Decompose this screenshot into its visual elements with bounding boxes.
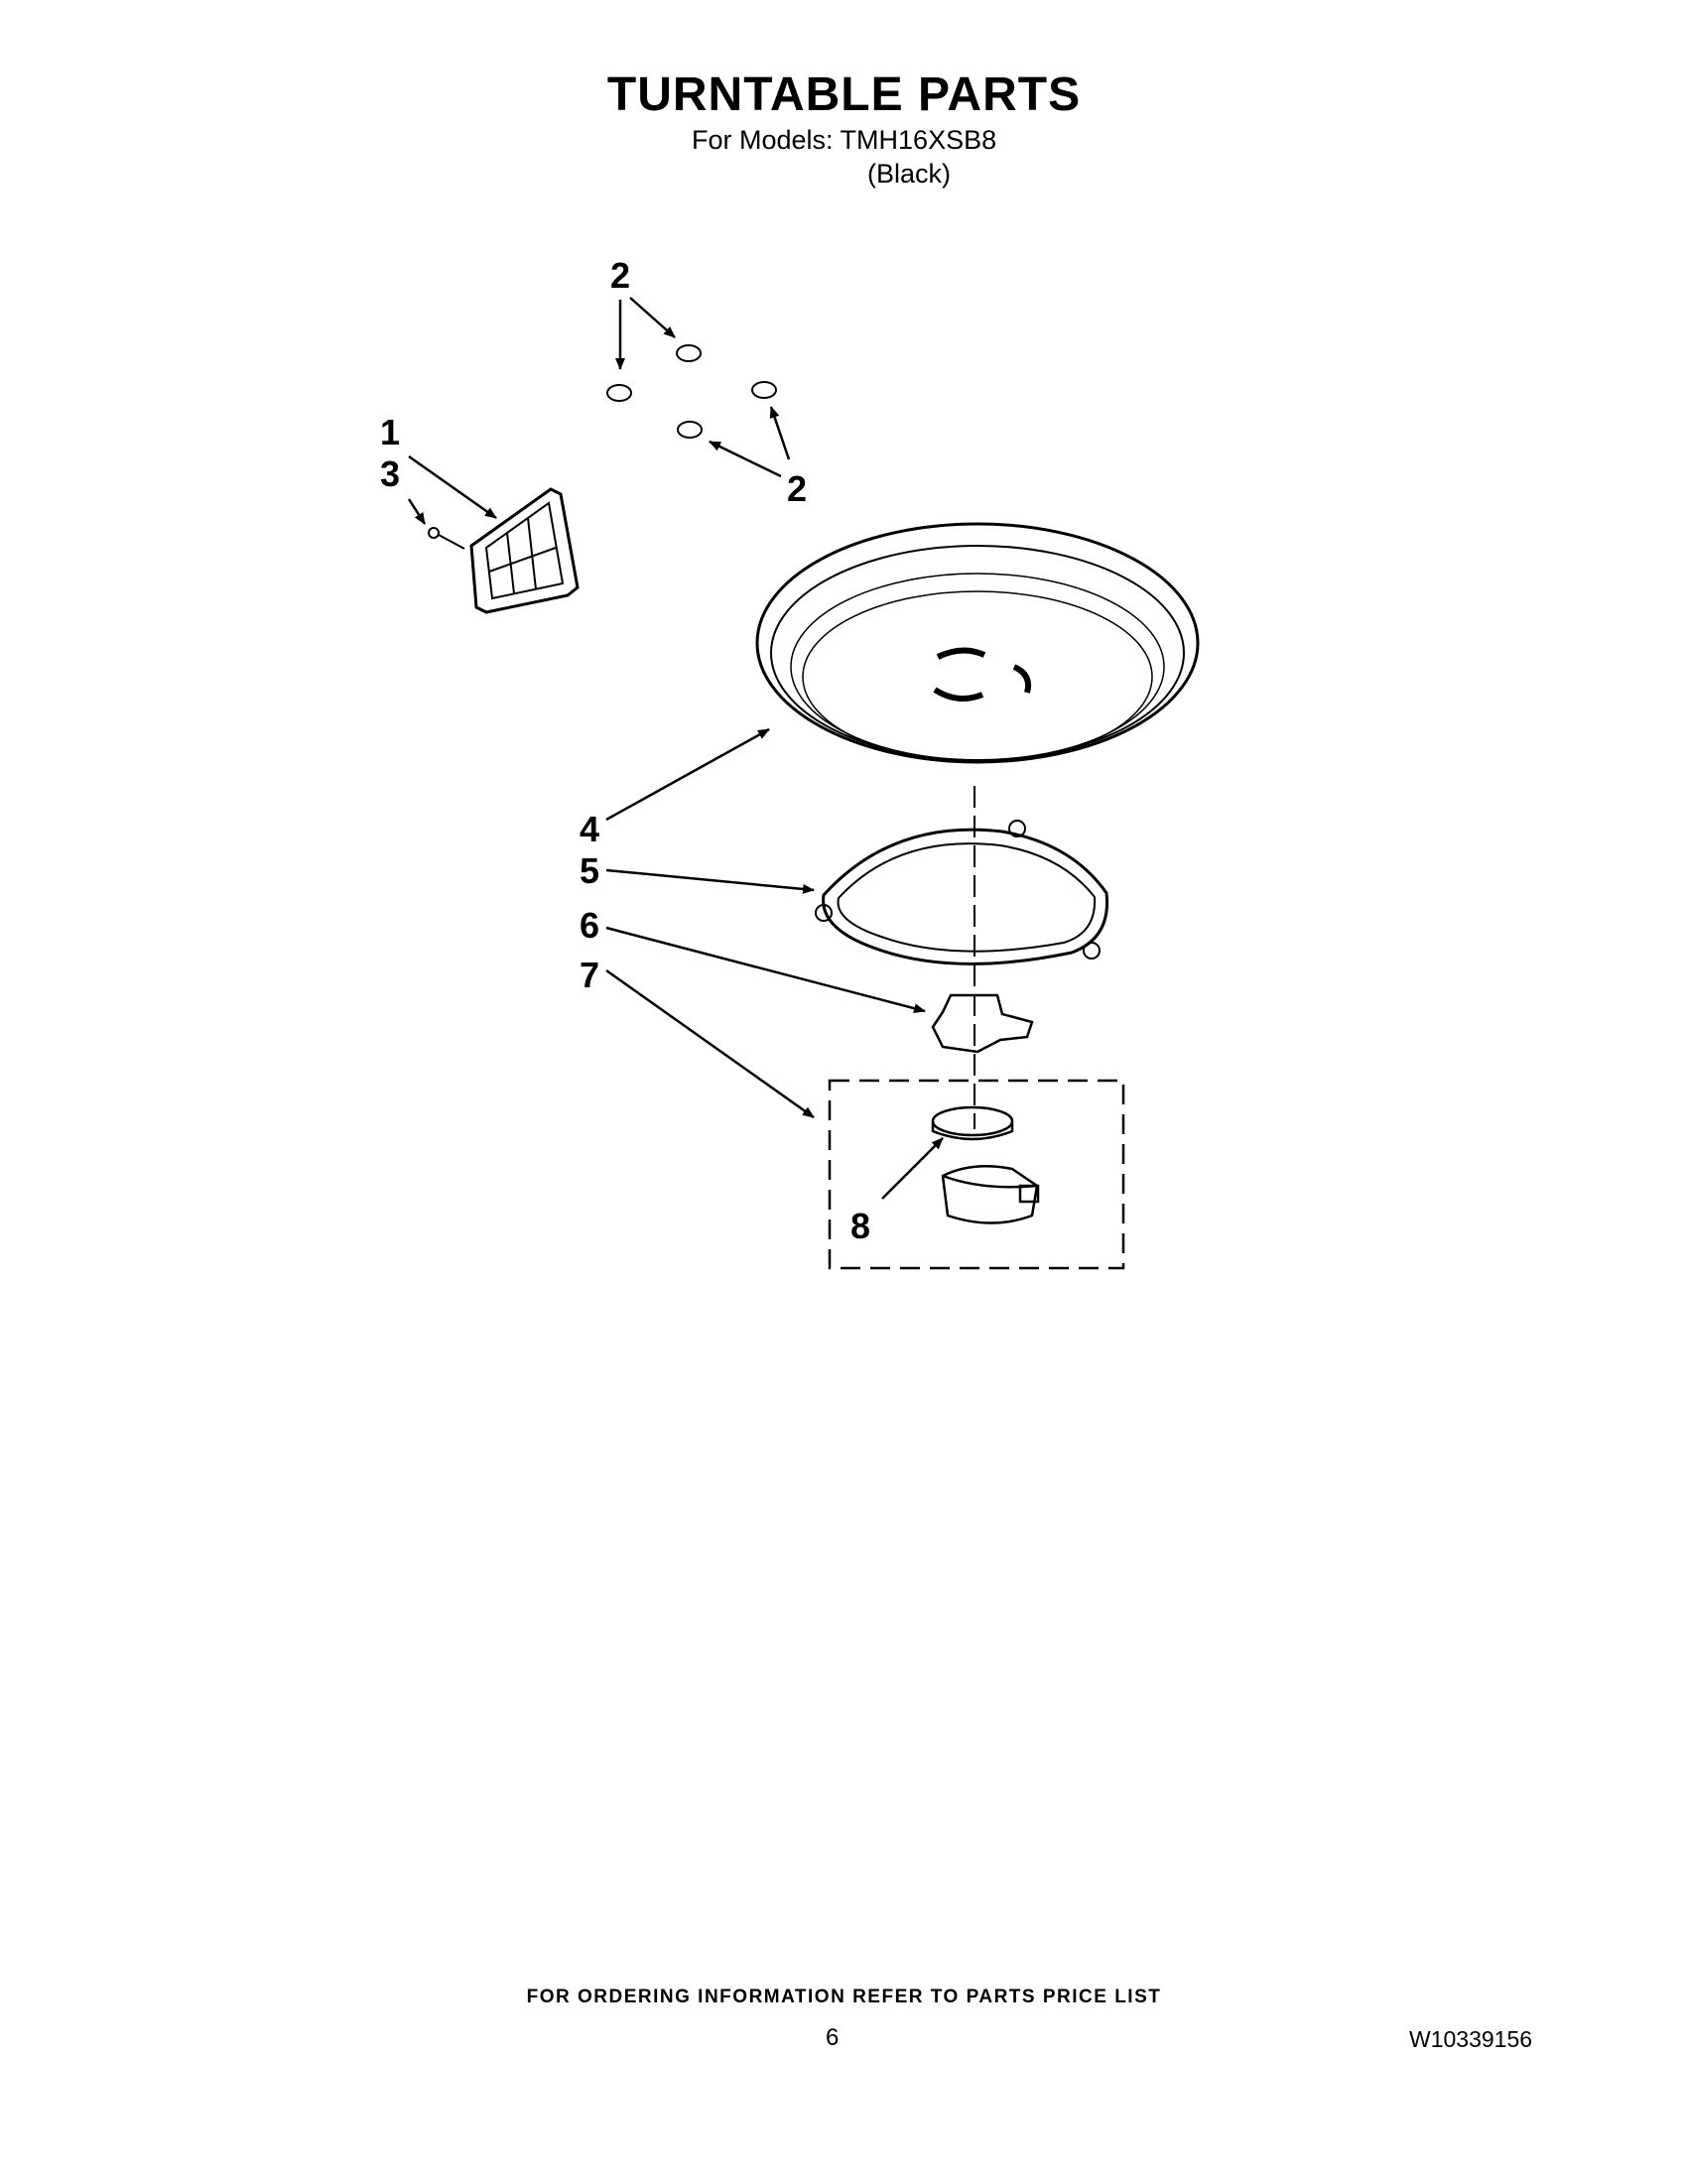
grille-cover bbox=[469, 487, 580, 614]
callout-1: 1 bbox=[380, 412, 400, 452]
callout-6: 6 bbox=[580, 905, 599, 946]
models-line: For Models: TMH16XSB8 bbox=[692, 125, 997, 155]
foot-c bbox=[751, 381, 777, 399]
callout-2-top: 2 bbox=[610, 255, 630, 296]
callout-5: 5 bbox=[580, 850, 599, 891]
ordering-info-note: FOR ORDERING INFORMATION REFER TO PARTS … bbox=[526, 1987, 1162, 2007]
motor-disc bbox=[931, 1105, 1014, 1141]
foot-a bbox=[676, 344, 702, 362]
roller-ring bbox=[815, 820, 1109, 965]
leader-lines bbox=[407, 297, 944, 1200]
callout-3: 3 bbox=[380, 453, 400, 494]
callout-2-bottom: 2 bbox=[787, 468, 807, 509]
page-number: 6 bbox=[826, 2024, 840, 2051]
callout-4: 4 bbox=[580, 809, 599, 849]
feet-group bbox=[606, 344, 777, 439]
color-note: (Black) bbox=[867, 159, 952, 189]
callout-8: 8 bbox=[850, 1206, 870, 1246]
coupler bbox=[931, 993, 1034, 1054]
page-title: TURNTABLE PARTS bbox=[606, 68, 1082, 121]
motor-assembly-box bbox=[828, 1079, 1125, 1270]
foot-b bbox=[606, 384, 632, 402]
motor-body bbox=[941, 1164, 1040, 1224]
turntable-tray bbox=[755, 522, 1200, 764]
document-number: W10339156 bbox=[1409, 2026, 1533, 2052]
foot-d bbox=[677, 421, 703, 439]
screw bbox=[428, 527, 465, 550]
callout-7: 7 bbox=[580, 955, 599, 995]
